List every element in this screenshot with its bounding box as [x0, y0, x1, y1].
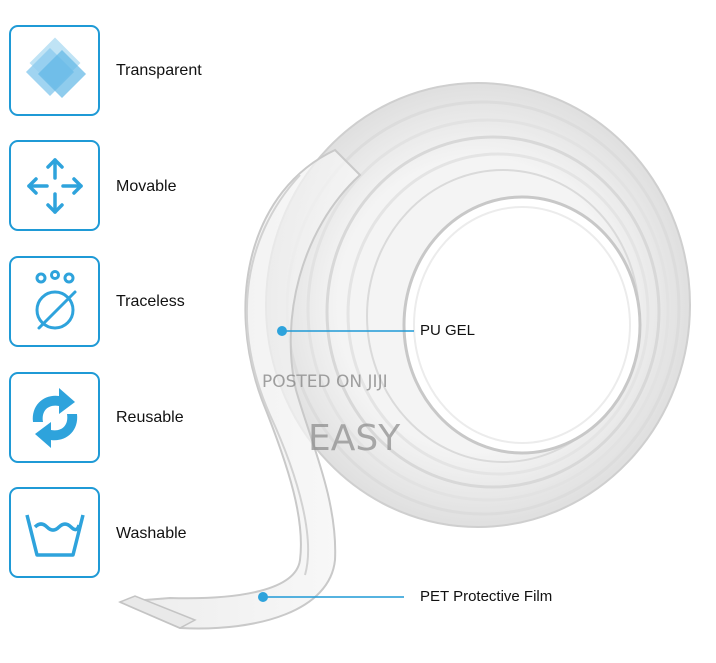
pet-film-pointer-dot	[258, 592, 268, 602]
feature-box-washable	[9, 487, 100, 578]
brand-watermark: EASY	[308, 418, 401, 459]
stain-removed-icon	[35, 269, 76, 329]
feature-box-reusable	[9, 372, 100, 463]
recycle-arrows-icon	[32, 387, 77, 448]
four-arrows-icon	[26, 157, 83, 214]
pu-gel-pointer-dot	[277, 326, 287, 336]
feature-label-reusable: Reusable	[116, 409, 184, 426]
feature-box-traceless	[9, 256, 100, 347]
feature-box-movable	[9, 140, 100, 231]
feature-box-transparent	[9, 25, 100, 116]
wash-basin-icon	[24, 514, 85, 557]
diamond-layers-icon	[25, 37, 86, 98]
posted-watermark: POSTED ON JIJI	[262, 372, 388, 392]
tape-roll-hole	[402, 195, 642, 455]
feature-label-washable: Washable	[116, 525, 187, 542]
feature-label-traceless: Traceless	[116, 293, 185, 310]
pet-film-label: PET Protective Film	[420, 588, 553, 605]
feature-label-movable: Movable	[116, 178, 177, 195]
feature-label-transparent: Transparent	[116, 62, 202, 79]
pu-gel-label: PU GEL	[420, 322, 476, 339]
